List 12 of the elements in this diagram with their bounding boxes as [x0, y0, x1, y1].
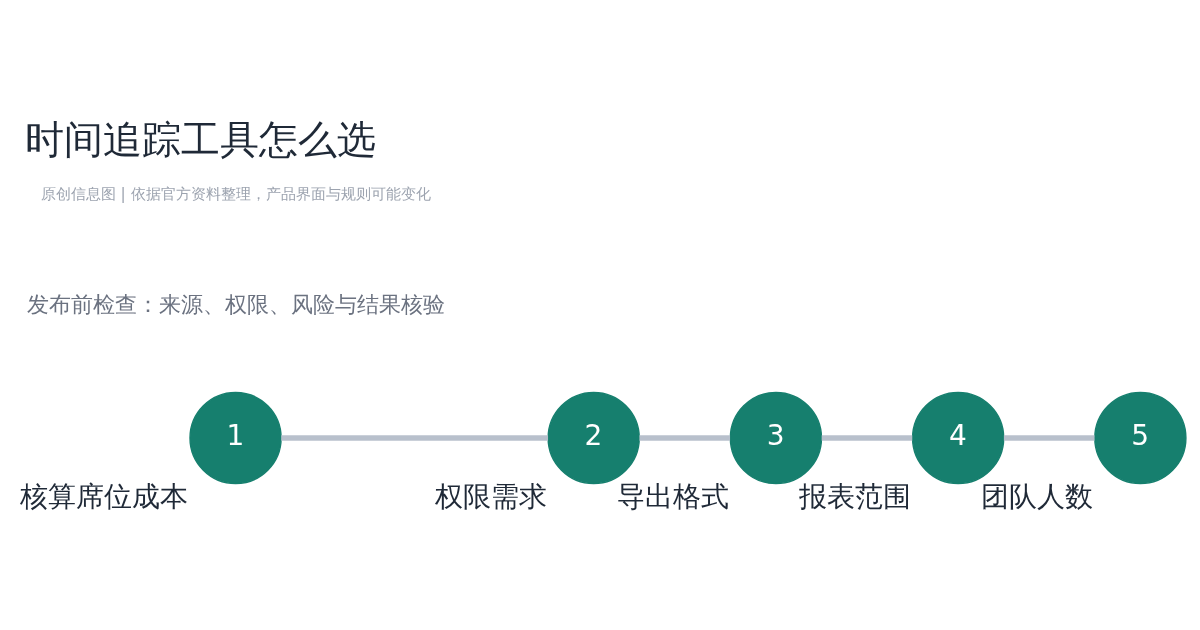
node-circle: 1	[189, 391, 282, 485]
label: 原创信息图 | 依据官方资料整理，产品界面与规则可能变化	[40, 185, 431, 204]
label: 发布前检查：来源、权限、风险与结果核验	[26, 290, 445, 317]
node-label: 权限需求	[434, 479, 547, 513]
node-circle: 5	[1094, 391, 1187, 485]
node-label: 核算席位成本	[20, 479, 189, 513]
connector	[821, 435, 913, 441]
node-circle: 4	[911, 391, 1005, 485]
connector	[281, 435, 548, 441]
connector	[639, 435, 731, 441]
diagram-title: 时间追踪工具怎么选	[25, 116, 377, 162]
connector	[1003, 435, 1095, 441]
